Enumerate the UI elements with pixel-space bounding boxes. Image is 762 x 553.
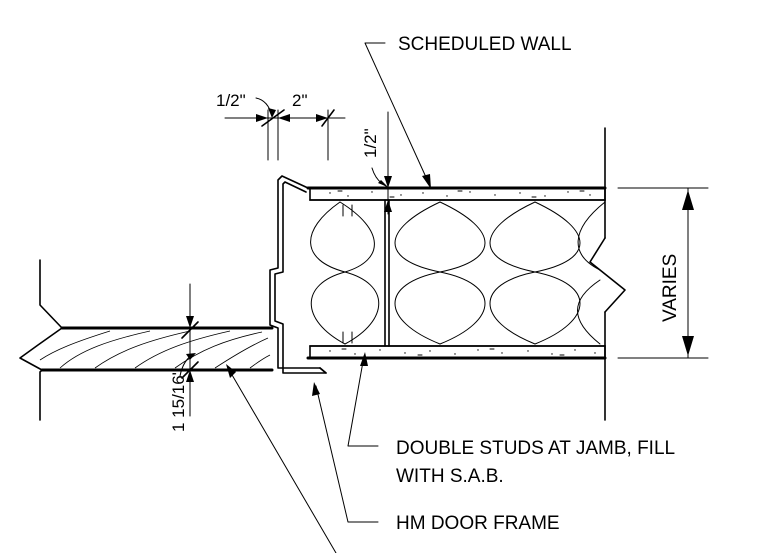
- door-panel: [19, 259, 274, 421]
- dimension-top: 1/2" 2": [216, 91, 346, 161]
- callout-hm-door-frame: HM DOOR FRAME: [312, 382, 560, 534]
- dim-door-thickness: 1 15/16": [169, 369, 188, 432]
- batt-insulation: [310, 201, 606, 345]
- double-studs-label-line2: WITH S.A.B.: [396, 466, 504, 487]
- gypsum-texture: [329, 191, 596, 355]
- top-gypsum-board: [309, 187, 606, 201]
- dim-half-inch-side: 1/2": [361, 128, 380, 158]
- hm-door-frame-profile: [269, 175, 327, 374]
- varies-label: VARIES: [660, 254, 681, 322]
- wall-break-line: [589, 127, 626, 421]
- scheduled-wall-label: SCHEDULED WALL: [398, 34, 572, 55]
- callout-double-studs: DOUBLE STUDS AT JAMB, FILL WITH S.A.B.: [347, 352, 675, 487]
- dim-half-inch-top: 1/2": [216, 91, 246, 110]
- dimension-side: 1/2": [361, 111, 399, 215]
- double-studs-label-line1: DOUBLE STUDS AT JAMB, FILL: [396, 438, 675, 459]
- dimension-varies: VARIES: [617, 187, 709, 359]
- bottom-gypsum-board: [309, 345, 606, 359]
- hm-door-frame-label: HM DOOR FRAME: [396, 513, 560, 534]
- dim-two-inch: 2": [292, 91, 308, 110]
- dimension-door-thickness: 1 15/16": [169, 283, 211, 432]
- gypsum-dashes: [337, 190, 585, 356]
- wall-assembly: [306, 127, 626, 421]
- callout-scheduled-wall: SCHEDULED WALL: [364, 34, 572, 189]
- door-wood-grain: [39, 330, 271, 369]
- callout-door-leader: [226, 364, 337, 553]
